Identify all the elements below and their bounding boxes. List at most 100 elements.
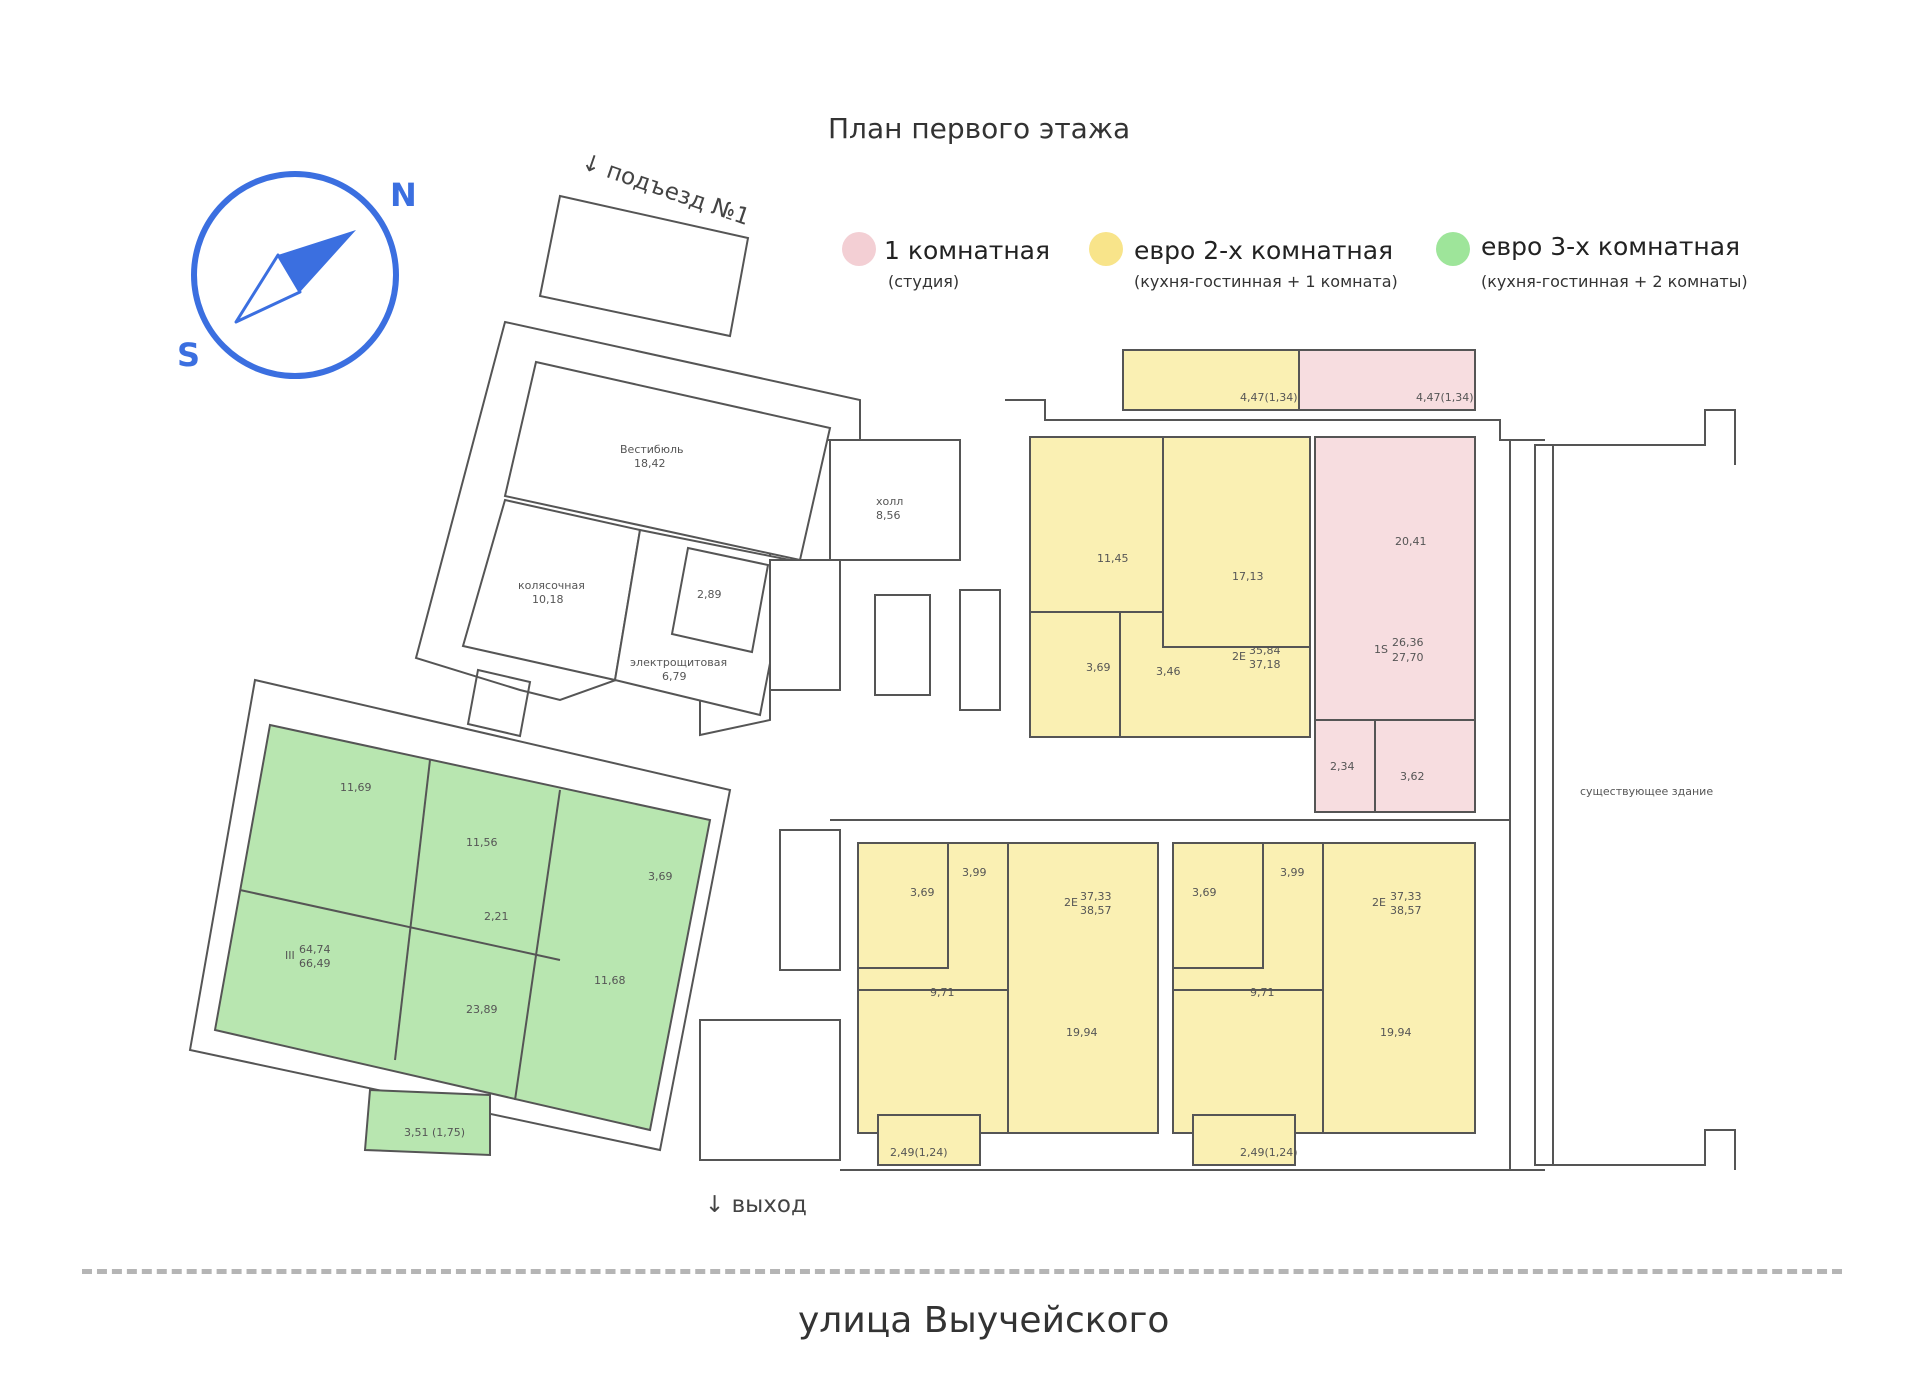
apartment-2: [1298, 349, 1476, 813]
room-label: холл: [876, 495, 903, 508]
stair-upper: [769, 559, 841, 691]
exit-label: ↓ выход: [705, 1192, 807, 1218]
apt1-balcony: [1122, 349, 1300, 411]
street-divider: [82, 1269, 1842, 1274]
compass-needle-north: [278, 230, 356, 292]
room-area: 6,79: [662, 670, 687, 683]
stair-right: [959, 589, 1001, 711]
compass-needle-south: [234, 253, 302, 324]
building-frame: [830, 399, 1545, 1171]
compass-ring: [191, 171, 399, 379]
entrance-porch: [538, 194, 750, 338]
room-area: 11,69: [340, 781, 372, 794]
room-area: 3,69: [1192, 886, 1217, 899]
legend-swatch-euro3: [1436, 232, 1470, 266]
apartment-area: 38,57: [1390, 904, 1422, 917]
legend-swatch-studio: [842, 232, 876, 266]
apartment-4: [857, 842, 1159, 1166]
compass-north-label: N: [390, 176, 417, 214]
room-labels: Вестибюль 18,42 холл 8,56 колясочная 10,…: [285, 391, 1713, 1159]
page-title: План первого этажа: [828, 112, 1131, 145]
room-area: 11,56: [466, 836, 498, 849]
apt4-living: [1007, 842, 1159, 1134]
apartment-area: 37,33: [1080, 890, 1112, 903]
apartment-area: 35,84: [1249, 644, 1281, 657]
room-area: 2,21: [484, 910, 509, 923]
common-outer-walls: [414, 320, 861, 737]
balcony-area: 3,51 (1,75): [404, 1126, 465, 1139]
room-label: электрощитовая: [630, 656, 727, 669]
apartment-code: III: [285, 949, 295, 962]
apartment-area: 27,70: [1392, 651, 1424, 664]
existing-building-outline: [1553, 409, 1736, 465]
apt5-living: [1322, 842, 1476, 1134]
apartment-area: 64,74: [299, 943, 331, 956]
apt3-wall: [394, 759, 431, 1061]
legend-sub-euro2: (кухня-гостинная + 1 комната): [1134, 272, 1398, 291]
hall-block: [699, 439, 1001, 1161]
room-label: колясочная: [518, 579, 585, 592]
balcony-area: 2,49(1,24): [1240, 1146, 1298, 1159]
apt4-bath: [857, 842, 949, 969]
balcony-area: 2,49(1,24): [890, 1146, 948, 1159]
existing-building-wall: [1534, 444, 1554, 1166]
street-name: улица Выучейского: [798, 1300, 1170, 1341]
room-area: 10,18: [532, 593, 564, 606]
apartment-3: [188, 678, 732, 1157]
existing-building-label: существующее здание: [1580, 785, 1713, 798]
room-area: 11,68: [594, 974, 626, 987]
room-area: 3,46: [1156, 665, 1181, 678]
room-area: 3,69: [648, 870, 673, 883]
compass: N S: [177, 171, 417, 379]
room-area: 8,56: [876, 509, 901, 522]
room-area: 3,69: [1086, 661, 1111, 674]
existing-building-outline: [1553, 1129, 1736, 1170]
legend-sub-euro3: (кухня-гостинная + 2 комнаты): [1481, 272, 1748, 291]
room-label: Вестибюль: [620, 443, 683, 456]
room-area: 17,13: [1232, 570, 1264, 583]
room-wc: [670, 546, 770, 654]
balcony-area: 4,47(1,34): [1416, 391, 1474, 404]
frame-top: [1005, 399, 1545, 441]
room-area: 20,41: [1395, 535, 1427, 548]
apt1-floor: [1029, 436, 1311, 738]
room-area: 2,34: [1330, 760, 1355, 773]
apt4-balcony: [877, 1114, 981, 1166]
apartment-area: 37,18: [1249, 658, 1281, 671]
apartment-area: 37,33: [1390, 890, 1422, 903]
room-area: 3,99: [1280, 866, 1305, 879]
apt2-balcony: [1298, 349, 1476, 411]
apartment-area: 66,49: [299, 957, 331, 970]
legend-sub-studio: (студия): [888, 272, 960, 291]
lift-shaft: [874, 594, 931, 696]
room-area: 19,94: [1066, 1026, 1098, 1039]
apartment-1: [1029, 349, 1311, 738]
apt3-floor: [213, 723, 712, 1132]
apt3-wall: [239, 889, 561, 961]
room-area: 2,89: [697, 588, 722, 601]
balcony-area: 4,47(1,34): [1240, 391, 1298, 404]
room-area: 3,62: [1400, 770, 1425, 783]
apartment-code: 1S: [1374, 643, 1388, 656]
room-area: 3,99: [962, 866, 987, 879]
room-area: 9,71: [1250, 986, 1275, 999]
apartment-area: 26,36: [1392, 636, 1424, 649]
legend-label-euro2: евро 2-х комнатная: [1134, 236, 1394, 265]
room-area: 18,42: [634, 457, 666, 470]
apartment-code: 2Е: [1232, 650, 1246, 663]
apt3-balcony: [363, 1088, 491, 1157]
apartment-code: 2Е: [1372, 896, 1386, 909]
existing-building: [1534, 409, 1736, 1170]
room-area: 11,45: [1097, 552, 1129, 565]
room-area: 19,94: [1380, 1026, 1412, 1039]
stair-lower: [779, 829, 841, 971]
apartment-code: 2Е: [1064, 896, 1078, 909]
room-hall: [829, 439, 961, 561]
apt2-bath: [1374, 719, 1476, 813]
room-area: 9,71: [930, 986, 955, 999]
apt5-balcony: [1192, 1114, 1296, 1166]
room-area: 3,69: [910, 886, 935, 899]
legend-swatch-euro2: [1089, 232, 1123, 266]
legend-label-euro3: евро 3-х комнатная: [1481, 232, 1741, 261]
apartment-5: [1172, 842, 1476, 1166]
